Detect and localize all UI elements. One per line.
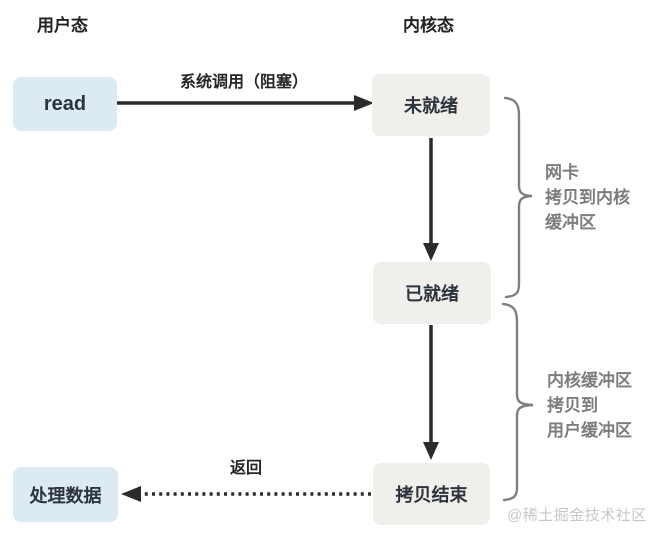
node-not-ready-label: 未就绪 [404,96,458,116]
node-process-data-label: 处理数据 [29,485,102,506]
edge-label-return: 返回 [229,460,262,477]
annotation-buffer-copy: 内核缓冲区 拷贝到 用户缓冲区 [547,368,632,443]
node-read-label: read [43,92,87,115]
annotation-nic-copy-line1: 网卡 [545,163,579,182]
annotation-nic-copy-line2: 拷贝到内核 [545,188,630,207]
node-ready: 已就绪 [373,262,491,324]
node-copy-done: 拷贝结束 [373,463,490,525]
annotation-buffer-copy-line2: 拷贝到 [547,396,598,415]
annotation-nic-copy-line3: 缓冲区 [545,213,596,232]
node-copy-done-label: 拷贝结束 [395,485,468,505]
column-header-user-mode: 用户态 [37,16,88,35]
annotation-nic-copy: 网卡 拷贝到内核 缓冲区 [545,160,630,235]
brace-nic-copy [503,96,533,299]
edge-label-syscall: 系统调用（阻塞） [179,74,308,91]
node-process-data: 处理数据 [13,467,118,522]
edge-syscall-arrow [117,95,374,111]
annotation-buffer-copy-line1: 内核缓冲区 [547,371,632,390]
edge-kernel-copy-arrow [423,325,439,460]
brace-buffer-copy [501,302,534,502]
node-read: read [13,77,117,131]
column-header-kernel-mode: 内核态 [403,16,454,35]
annotation-buffer-copy-line3: 用户缓冲区 [547,421,632,440]
edge-return-arrow [121,486,371,502]
watermark-juejin: @稀土掘金技术社区 [507,507,647,524]
edge-nic-copy-arrow [423,138,439,261]
node-not-ready: 未就绪 [372,74,490,136]
node-ready-label: 已就绪 [405,284,459,304]
